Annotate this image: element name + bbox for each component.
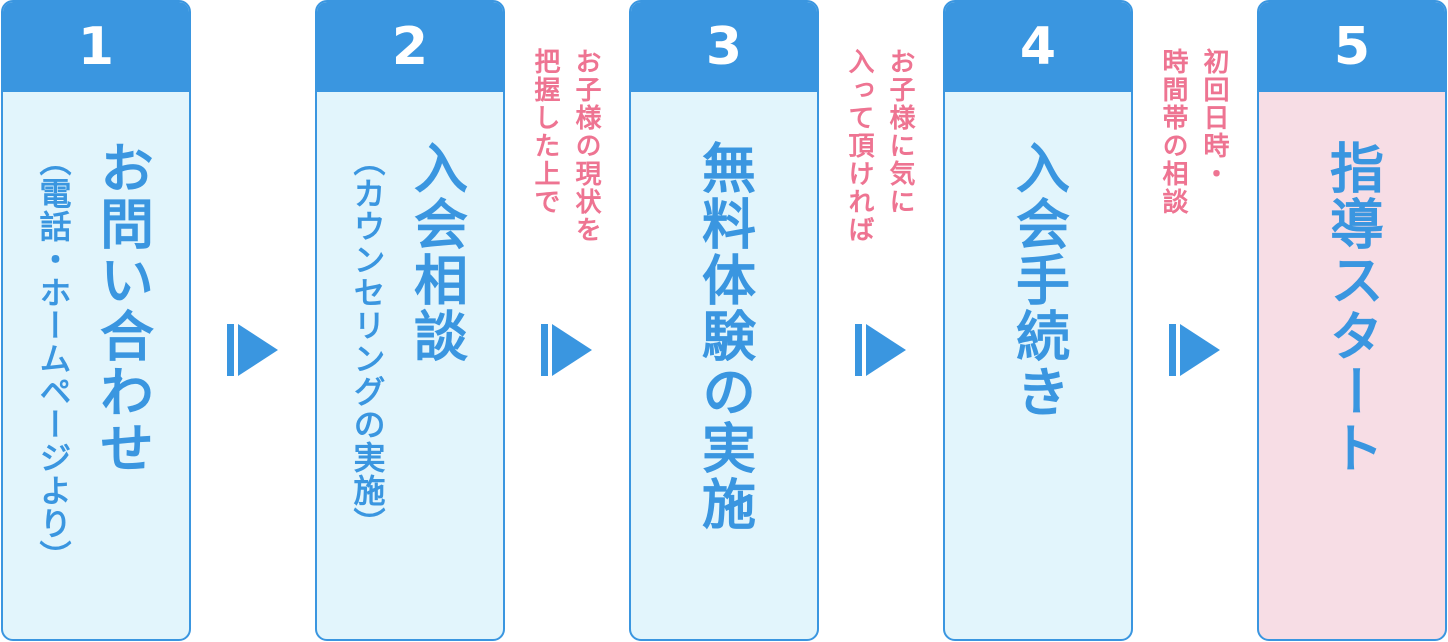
- step-5-number: 5: [1259, 2, 1445, 92]
- step-1-card: 1 お問い合わせ （電話・ホームページより）: [1, 0, 191, 641]
- arrow-icon: [541, 324, 592, 376]
- step-1-subtitle: （電話・ホームページより）: [34, 144, 73, 573]
- step-2-number: 2: [317, 2, 503, 92]
- note-1-line-1: お子様の現状を: [571, 48, 601, 244]
- arrow-icon: [227, 324, 278, 376]
- arrow-icon: [855, 324, 906, 376]
- step-3-title: 無料体験の実施: [692, 140, 756, 532]
- step-3-number: 3: [631, 2, 817, 92]
- step-1-number: 1: [3, 2, 189, 92]
- note-2: お子様に気に 入って頂ければ: [841, 48, 919, 244]
- step-2-card: 2 入会相談 （カウンセリングの実施）: [315, 0, 505, 641]
- note-2-line-2: 入って頂ければ: [844, 48, 874, 244]
- note-3-line-1: 初回日時・: [1199, 48, 1229, 188]
- step-4-number: 4: [945, 2, 1131, 92]
- note-1-line-2: 把握した上で: [530, 48, 560, 216]
- step-5-card: 5 指導スタート: [1257, 0, 1447, 641]
- arrow-icon: [1169, 324, 1220, 376]
- step-2-title: 入会相談: [404, 140, 468, 364]
- note-1: お子様の現状を 把握した上で: [527, 48, 605, 244]
- step-5-title: 指導スタート: [1320, 140, 1384, 476]
- note-3-line-2: 時間帯の相談: [1158, 48, 1188, 216]
- step-4-card: 4 入会手続き: [943, 0, 1133, 641]
- step-2-subtitle: （カウンセリングの実施）: [348, 144, 387, 540]
- step-3-card: 3 無料体験の実施: [629, 0, 819, 641]
- step-1-title: お問い合わせ: [90, 140, 154, 476]
- note-3: 初回日時・ 時間帯の相談: [1155, 48, 1233, 216]
- note-2-line-1: お子様に気に: [885, 48, 915, 216]
- step-4-title: 入会手続き: [1006, 140, 1070, 420]
